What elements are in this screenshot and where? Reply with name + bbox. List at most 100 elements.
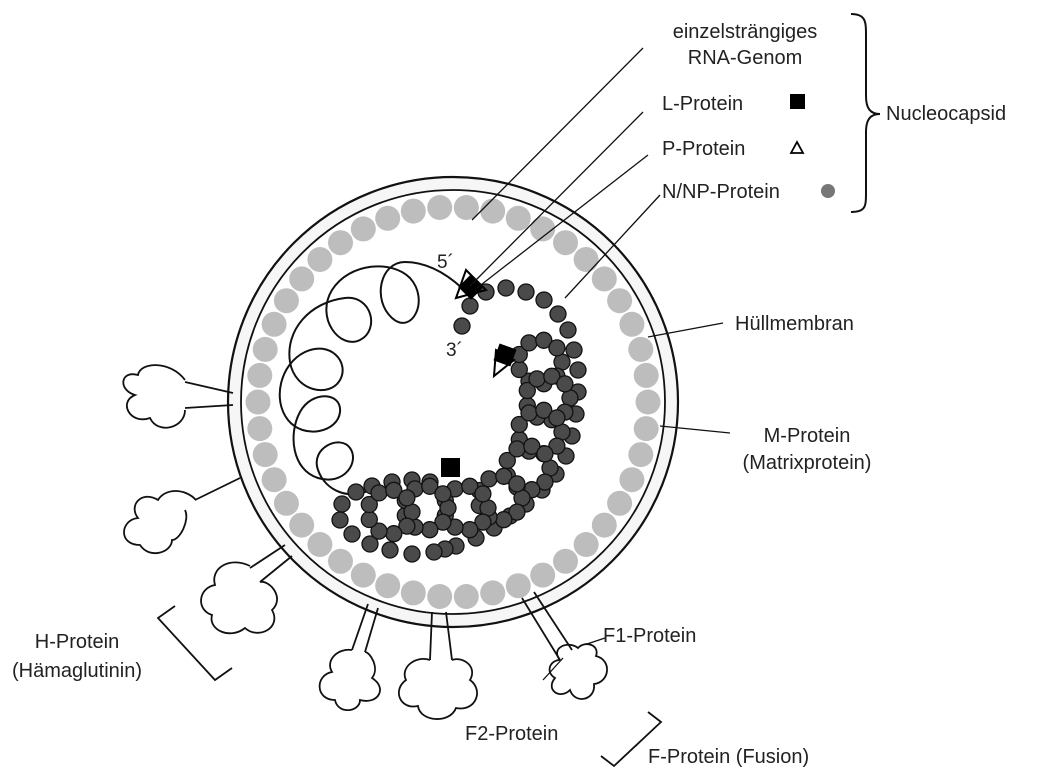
- m-protein-dot: [351, 563, 376, 588]
- h-protein-spike-1: [123, 365, 233, 428]
- np-protein-bead: [509, 476, 525, 492]
- m-protein-label-line1: M-Protein: [732, 424, 882, 448]
- h-protein-label-line2: (Hämaglutinin): [2, 659, 152, 683]
- m-protein-dot: [592, 513, 617, 538]
- m-protein-dot: [262, 312, 287, 337]
- m-protein-dot: [628, 442, 653, 467]
- m-protein-dot: [619, 312, 644, 337]
- m-protein-dot: [454, 584, 479, 609]
- m-protein-dot: [307, 247, 332, 272]
- m-protein-dot: [607, 288, 632, 313]
- nucleocapsid-label: Nucleocapsid: [886, 102, 1006, 126]
- np-protein-bead: [549, 410, 565, 426]
- np-protein-bead: [435, 486, 451, 502]
- m-protein-dot: [506, 206, 531, 231]
- np-protein-bead: [332, 512, 348, 528]
- p-protein-label: P-Protein: [662, 137, 745, 161]
- np-protein-bead: [399, 490, 415, 506]
- m-protein-dot: [328, 549, 353, 574]
- np-protein-bead: [382, 542, 398, 558]
- f2-protein-label: F2-Protein: [465, 722, 558, 746]
- m-protein-dot: [530, 563, 555, 588]
- m-protein-dot: [401, 199, 426, 224]
- h-protein-label-line1: H-Protein: [2, 630, 152, 654]
- np-protein-bead: [536, 292, 552, 308]
- m-protein-dot: [480, 199, 505, 224]
- rna-genome-label-line1: einzelsträngiges: [640, 20, 850, 44]
- h-protein-spike-3: [201, 545, 292, 633]
- np-protein-bead: [344, 526, 360, 542]
- np-protein-bead: [509, 441, 525, 457]
- m-protein-dot: [592, 266, 617, 291]
- h-protein-spike-5: [399, 612, 477, 719]
- np-protein-bead: [422, 522, 438, 538]
- m-protein-dot: [262, 467, 287, 492]
- np-protein-bead: [537, 446, 553, 462]
- m-protein-dot: [628, 337, 653, 362]
- np-protein-bead: [386, 526, 402, 542]
- m-protein-dot: [375, 573, 400, 598]
- np-protein-bead: [454, 318, 470, 334]
- huellmembran-label: Hüllmembran: [735, 312, 854, 336]
- m-protein-dot: [246, 390, 271, 415]
- m-protein-dot: [289, 266, 314, 291]
- np-protein-bead: [498, 280, 514, 296]
- np-protein-bead: [550, 306, 566, 322]
- np-protein-bead: [521, 405, 537, 421]
- m-protein-dot: [480, 580, 505, 605]
- np-protein-bead: [361, 512, 377, 528]
- m-protein-dot: [328, 230, 353, 255]
- np-protein-bead: [462, 522, 478, 538]
- m-protein-dot: [247, 363, 272, 388]
- l-protein-marker-3: [441, 458, 460, 477]
- np-protein-bead: [348, 484, 364, 500]
- m-protein-dot: [253, 337, 278, 362]
- np-protein-bead: [518, 284, 534, 300]
- legend-np-dot: [821, 184, 835, 198]
- m-protein-dot: [574, 532, 599, 557]
- f1-protein-label: F1-Protein: [603, 624, 696, 648]
- m-protein-dot: [253, 442, 278, 467]
- np-protein-bead: [549, 340, 565, 356]
- np-protein-bead: [521, 335, 537, 351]
- np-protein-bead: [496, 512, 512, 528]
- m-protein-dot: [634, 416, 659, 441]
- np-protein-bead: [475, 486, 491, 502]
- h-protein-spike-2: [124, 478, 240, 553]
- m-protein-dot: [427, 584, 452, 609]
- np-protein-bead: [560, 322, 576, 338]
- m-protein-dot: [427, 195, 452, 220]
- m-protein-dot: [274, 288, 299, 313]
- m-protein-dot: [289, 513, 314, 538]
- np-protein-bead: [371, 485, 387, 501]
- np-protein-label: N/NP-Protein: [662, 180, 780, 204]
- m-protein-dot: [351, 216, 376, 241]
- np-protein-bead: [404, 546, 420, 562]
- rna-5-prime-label: 5´: [437, 252, 454, 273]
- np-protein-bead: [557, 376, 573, 392]
- legend-l-square: [790, 94, 805, 109]
- l-protein-label: L-Protein: [662, 92, 743, 116]
- m-protein-dot: [274, 491, 299, 516]
- np-protein-bead: [529, 371, 545, 387]
- m-protein-dot: [307, 532, 332, 557]
- m-protein-dot: [607, 491, 632, 516]
- m-protein-dot: [506, 573, 531, 598]
- m-protein-dot: [401, 580, 426, 605]
- h-protein-bracket: [158, 606, 232, 680]
- m-protein-dot: [375, 206, 400, 231]
- rna-genome-label-line2: RNA-Genom: [640, 46, 850, 70]
- h-protein-spike-4: [320, 604, 380, 710]
- m-protein-dot: [574, 247, 599, 272]
- np-protein-bead: [511, 362, 527, 378]
- m-protein-label-line2: (Matrixprotein): [732, 451, 882, 475]
- rna-3-prime-label: 3´: [446, 340, 463, 361]
- np-protein-bead: [481, 471, 497, 487]
- virus-envelope: [228, 177, 678, 627]
- m-protein-dot: [619, 467, 644, 492]
- np-protein-bead: [334, 496, 350, 512]
- legend-p-triangle: [791, 142, 803, 153]
- m-protein-dot: [636, 390, 661, 415]
